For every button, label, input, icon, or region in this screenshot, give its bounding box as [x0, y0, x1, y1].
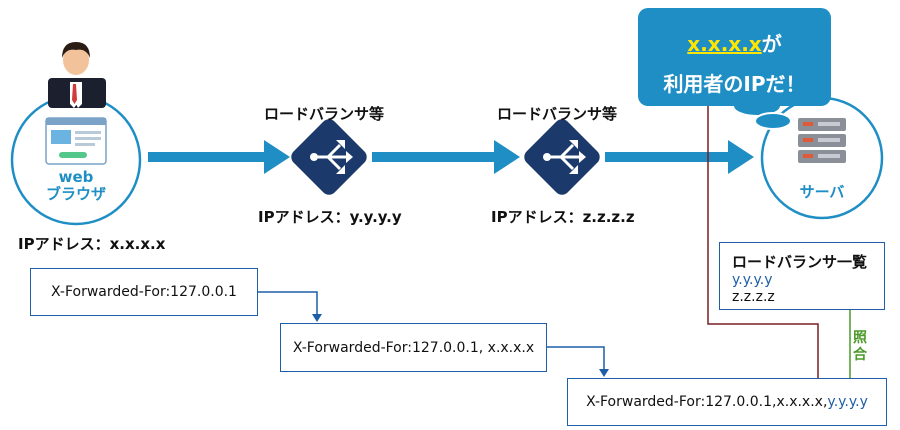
compare-label-char: 照	[853, 330, 867, 346]
header-connector-1-head	[312, 314, 322, 322]
server-icon	[798, 118, 846, 163]
load-balancer-1-icon	[291, 119, 367, 195]
callout-bubble: x.x.x.xが 利用者のIPだ！	[638, 8, 831, 106]
header-box-1: X-Forwarded-For:127.0.0.1	[30, 268, 258, 316]
browser-label: web ブラウザ	[36, 169, 116, 203]
header-text-3: X-Forwarded-For:127.0.0.1,x.x.x.x,y.y.y.…	[586, 394, 868, 410]
server-label: サーバ	[799, 183, 845, 201]
lb2-ip-label: IPアドレス：z.z.z.z	[491, 208, 635, 226]
lb-list-item: z.z.z.z	[732, 289, 775, 305]
lb-list-title: ロードバランサ一覧	[732, 253, 868, 271]
callout-suffix: が	[761, 32, 782, 56]
browser-ip-label: IPアドレス：x.x.x.x	[18, 235, 166, 253]
header-box-2: X-Forwarded-For:127.0.0.1, x.x.x.x	[280, 323, 547, 372]
flow-arrow-2	[372, 140, 520, 174]
load-balancer-2-icon	[524, 119, 600, 195]
header-box-3: X-Forwarded-For:127.0.0.1,x.x.x.x,y.y.y.…	[567, 378, 887, 426]
header-connector-2-head	[599, 369, 609, 377]
lb1-ip-label: IPアドレス：y.y.y.y	[258, 208, 402, 226]
user-icon	[48, 42, 106, 108]
header-3-sep: ,	[822, 394, 828, 410]
lb-list-item: y.y.y.y	[732, 272, 773, 288]
flow-arrow-3	[605, 140, 754, 174]
compare-label-char: 合	[853, 347, 867, 363]
browser-label-line2: ブラウザ	[45, 185, 106, 203]
browser-label-line1: web	[58, 168, 94, 186]
header-3-lb-ip: y.y.y.y	[827, 394, 868, 410]
callout-line2: 利用者のIPだ！	[663, 72, 806, 96]
compare-label: 照 合	[852, 330, 868, 364]
header-text-2: X-Forwarded-For:127.0.0.1, x.x.x.x	[292, 339, 535, 356]
browser-window-icon	[45, 117, 107, 165]
header-connector-2	[545, 346, 605, 371]
callout-ip: x.x.x.x	[687, 32, 762, 56]
header-3-client-ip: x.x.x.x	[776, 394, 823, 410]
lb2-title: ロードバランサ等	[497, 105, 618, 123]
lb-list-box: ロードバランサ一覧 y.y.y.y z.z.z.z	[719, 242, 885, 310]
lb1-title: ロードバランサ等	[264, 105, 385, 123]
header-connector-1	[256, 291, 318, 316]
callout-line1: x.x.x.xが	[638, 28, 831, 57]
flow-arrow-1	[148, 140, 290, 174]
header-3-prefix: X-Forwarded-For:127.0.0.1,	[586, 394, 777, 410]
header-text-1: X-Forwarded-For:127.0.0.1	[51, 284, 237, 300]
